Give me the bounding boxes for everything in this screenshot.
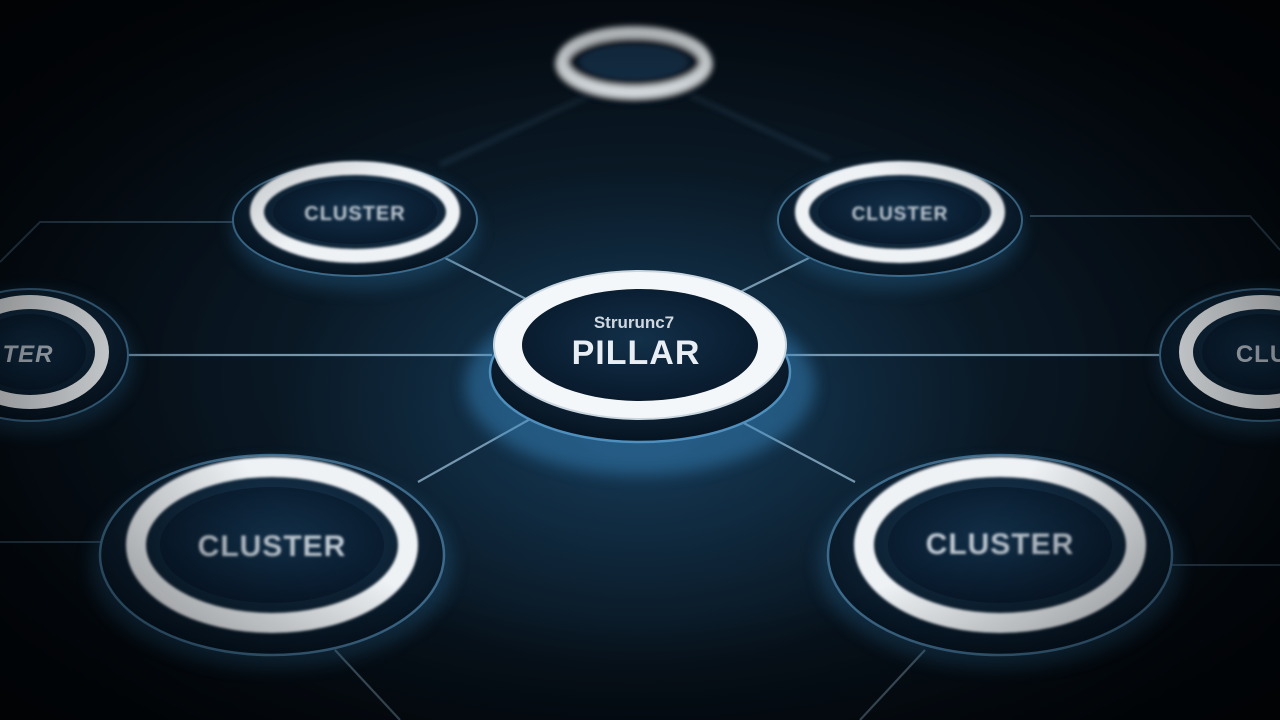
node-mid-left-label: TER — [3, 341, 54, 368]
node-lower-left: CLUSTER — [90, 453, 454, 669]
node-lower-right: CLUSTER — [818, 453, 1182, 669]
node-mid-right: CLU — [1158, 288, 1280, 434]
pillar-subtitle: Strurunc7 — [594, 313, 674, 332]
node-lower-left-label: CLUSTER — [198, 530, 347, 563]
node-mid-right-label: CLU — [1236, 341, 1280, 368]
pillar-title: PILLAR — [572, 334, 701, 372]
connector-upper-left — [444, 257, 529, 301]
node-upper-right-label: CLUSTER — [852, 204, 949, 225]
node-mid-left: TER — [0, 288, 134, 434]
node-pillar: Strurunc7 PILLAR — [465, 270, 815, 475]
node-lower-right-label: CLUSTER — [926, 528, 1075, 561]
node-top — [554, 26, 714, 104]
node-upper-left-label: CLUSTER — [304, 203, 405, 225]
connector-bottom-left — [334, 649, 401, 720]
node-upper-right: CLUSTER — [776, 161, 1024, 290]
node-upper-left: CLUSTER — [231, 161, 479, 290]
connector-bottom-right — [859, 649, 926, 720]
